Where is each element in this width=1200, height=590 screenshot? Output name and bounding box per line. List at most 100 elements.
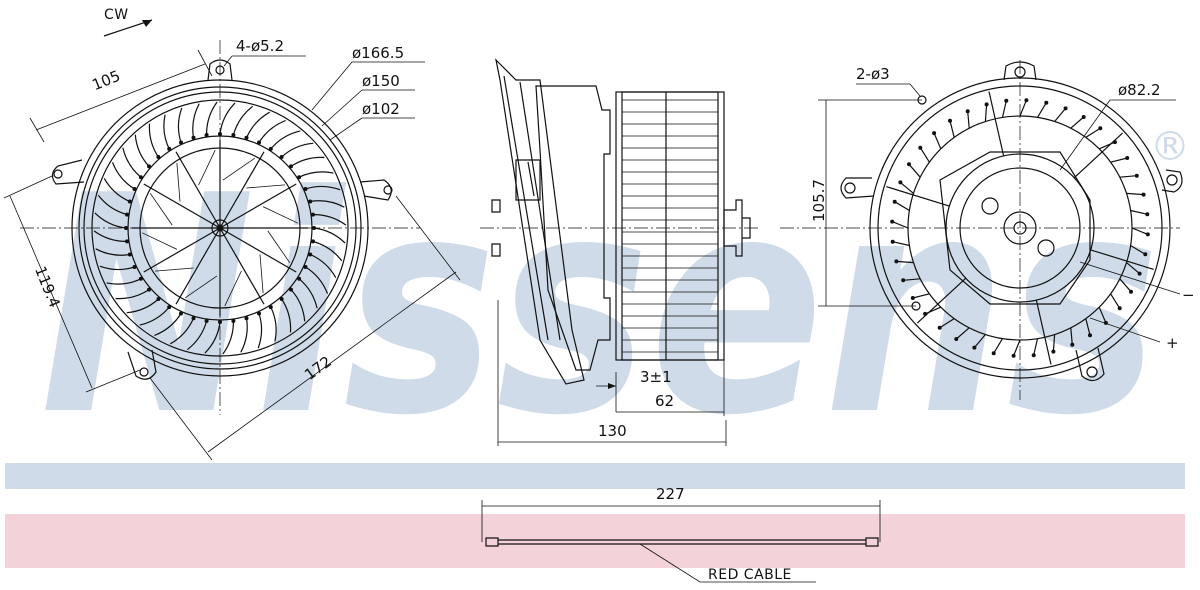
blade-root	[124, 226, 128, 230]
hub-web	[267, 230, 291, 264]
rear-vane	[1013, 339, 1021, 357]
rear-vane	[939, 318, 955, 329]
blade-root	[279, 297, 284, 301]
rear-vane	[933, 132, 942, 150]
rear-vane	[1019, 99, 1027, 117]
rear-vane-tip	[1125, 156, 1130, 160]
rear-lug-right	[1161, 169, 1183, 193]
fan-blade	[312, 213, 347, 226]
fan-blade	[103, 178, 131, 203]
clip-edge	[527, 161, 535, 197]
dim-62-line	[616, 360, 725, 416]
hub-spoke	[143, 183, 221, 229]
blade-root	[279, 155, 284, 159]
mount-lug-left	[51, 159, 85, 185]
pink-band	[5, 514, 1185, 568]
blade-root	[257, 140, 261, 145]
blade-root	[204, 133, 209, 137]
fan-blade	[270, 306, 277, 342]
mount-lug-bottom-left	[127, 349, 157, 380]
rear-vane-tip	[907, 162, 911, 167]
fan-blade	[205, 101, 218, 136]
fan-blade	[126, 298, 159, 314]
blade-root	[191, 316, 196, 321]
dim-105-line	[35, 63, 206, 131]
rear-vane-tip	[1031, 353, 1036, 358]
rear-vane-tip	[918, 145, 923, 150]
rear-vane-tip	[1141, 192, 1146, 197]
fan-blade	[139, 306, 170, 326]
rear-ring-2	[877, 85, 1163, 371]
rear-shaft	[1013, 221, 1027, 235]
rear-vanes	[886, 91, 1154, 365]
dim-105-label: 105	[90, 67, 123, 94]
dia-inner-leader	[329, 117, 415, 141]
cable-length-label: 227	[656, 485, 685, 503]
blade-root	[132, 187, 137, 191]
fan-blade	[106, 278, 142, 285]
hub-spoke	[219, 227, 265, 305]
blade-root	[191, 135, 196, 140]
terminal-minus-leader	[1079, 261, 1181, 295]
fan-blade	[177, 107, 183, 143]
fan-blade	[111, 162, 135, 190]
blade-root	[204, 319, 209, 323]
rear-vane-tip	[1004, 98, 1009, 103]
blade-root	[127, 252, 132, 257]
dim-gap-arrow	[608, 383, 616, 389]
fan-blade	[245, 111, 270, 139]
blade-root	[179, 311, 183, 316]
blade-root	[218, 132, 222, 136]
blade-root	[156, 297, 161, 301]
fan-wheel-inner	[621, 91, 719, 361]
fan-blade	[312, 240, 343, 262]
fan-blade	[240, 318, 248, 353]
fan-blade	[170, 317, 195, 345]
blade-root	[297, 175, 302, 180]
rear-vane	[1119, 278, 1132, 293]
blade-root	[297, 276, 302, 281]
cable-label-leader	[639, 543, 816, 583]
rear-vane	[1131, 227, 1149, 235]
hub-web	[176, 162, 181, 202]
hub-spoke	[175, 151, 221, 229]
fan-blade	[134, 134, 150, 167]
fan-blade	[270, 130, 301, 150]
fan-blade	[94, 212, 127, 229]
blade-root	[312, 226, 316, 230]
rear-vane-tip	[1137, 271, 1142, 276]
cable-terminal-left	[485, 537, 499, 547]
rear-vane-tip	[1129, 289, 1133, 294]
hub-spoke	[219, 227, 297, 273]
rear-vane-tip	[1145, 232, 1150, 237]
rear-vane-tip	[984, 102, 989, 107]
rear-vane	[1126, 192, 1144, 196]
rear-strut	[988, 91, 1005, 156]
rear-vane	[1110, 293, 1121, 309]
bracket-screw-1	[981, 197, 999, 215]
blade-root	[147, 164, 151, 169]
rear-vane-tip	[901, 278, 906, 283]
rear-vane	[955, 327, 970, 340]
fan-blade	[310, 200, 345, 208]
rear-lug-bottom	[1075, 347, 1105, 382]
fan-blade	[95, 248, 130, 256]
hub-web	[154, 267, 194, 272]
dim-gap-label: 3±1	[640, 368, 672, 386]
fan-blade	[290, 156, 325, 167]
dim-105-7-label: 105.7	[810, 179, 828, 222]
blade-root	[257, 311, 261, 316]
hub-dia-label: ø82.2	[1118, 81, 1161, 99]
rear-vane-tip	[910, 296, 915, 300]
fan-blade	[192, 103, 200, 138]
blade-root	[303, 265, 308, 269]
rear-vane-tip	[948, 118, 952, 123]
blade-root	[303, 187, 308, 191]
fan-blade	[99, 265, 135, 271]
rear-vane	[1070, 116, 1085, 129]
fan-slats	[622, 99, 718, 353]
blade-root	[125, 239, 129, 244]
blade-root	[132, 265, 137, 269]
blade-root	[167, 305, 172, 310]
rear-vane	[900, 181, 914, 194]
